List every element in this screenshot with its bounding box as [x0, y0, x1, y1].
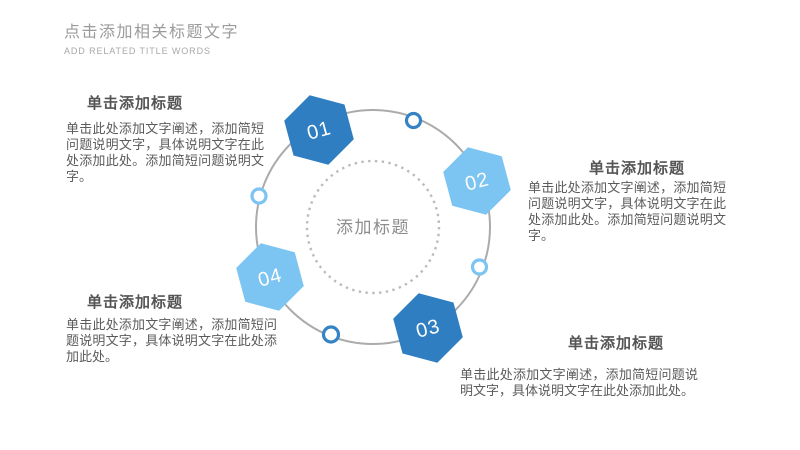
block-4-heading[interactable]: 单击添加标题 [568, 335, 665, 352]
block-2-heading[interactable]: 单击添加标题 [589, 160, 686, 177]
inner-dotted-circle [305, 159, 441, 295]
hexagon-step-1[interactable]: 01 [280, 87, 359, 173]
hexagon-shape-1[interactable] [280, 87, 359, 173]
slide-header: 点击添加相关标题文字 ADD RELATED TITLE WORDS [64, 18, 239, 56]
outer-ring [255, 109, 491, 345]
page-title[interactable]: 点击添加相关标题文字 [64, 24, 240, 41]
hexagon-step-2[interactable]: 02 [439, 139, 516, 222]
block-3-body[interactable]: 单击此处添加文字阐述，添加简短问题说明文字，具体说明文字在此处添加此处。 [66, 317, 277, 364]
block-4-body[interactable]: 单击此处添加文字阐述，添加简短问题说明文字，具体说明文字在此处添加此处。 [460, 367, 698, 398]
ring-node-bottom [321, 325, 341, 344]
block-1-heading[interactable]: 单击添加标题 [87, 95, 184, 112]
center-title[interactable]: 添加标题 [336, 218, 410, 237]
block-2-body[interactable]: 单击此处添加文字阐述，添加简短问题说明文字，具体说明文字在此处添加此处。添加简短… [528, 180, 726, 243]
block-3-heading[interactable]: 单击添加标题 [87, 294, 184, 311]
page-subtitle: ADD RELATED TITLE WORDS [64, 46, 211, 56]
ring-node-top-right [404, 111, 423, 130]
hexagon-step-4[interactable]: 04 [232, 235, 309, 318]
hexagon-step-3[interactable]: 03 [389, 285, 468, 371]
hexagon-shape-4[interactable] [232, 235, 309, 318]
block-1-body[interactable]: 单击此处添加文字阐述，添加简短问题说明文字，具体说明文字在此处添加此处。添加简短… [66, 121, 264, 184]
ring-node-right [470, 258, 489, 276]
ring-node-left [250, 187, 268, 205]
hexagon-shape-2[interactable] [439, 139, 516, 222]
hexagon-shape-3[interactable] [389, 285, 468, 371]
